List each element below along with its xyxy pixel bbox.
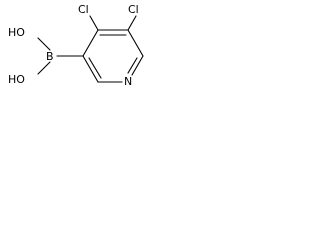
bond-c3-c2: [82, 55, 99, 83]
bond-c3-c2-inner: [88, 57, 102, 79]
bond-c6-n-inner: [127, 57, 138, 74]
chlorine-label-left: Cl: [78, 3, 89, 16]
bond-layer: [37, 15, 144, 83]
bond-c4-c3: [82, 29, 99, 57]
chlorine-label-right: Cl: [128, 3, 139, 16]
bond-c4-cl: [89, 15, 99, 31]
boron-label: B: [46, 50, 54, 63]
bond-b-oh-top: [37, 37, 51, 51]
hydroxyl-label-bottom: HO: [8, 73, 25, 86]
bond-c5-c6: [127, 29, 144, 57]
bond-b-oh-bottom: [37, 61, 51, 75]
bond-c6-n: [131, 55, 144, 76]
bond-c5-cl: [127, 15, 137, 31]
hydroxyl-label-top: HO: [8, 26, 25, 39]
atom-label-layer: Cl Cl B HO HO N: [8, 3, 139, 88]
chemical-structure: Cl Cl B HO HO N: [8, 3, 144, 88]
nitrogen-label: N: [124, 75, 132, 88]
